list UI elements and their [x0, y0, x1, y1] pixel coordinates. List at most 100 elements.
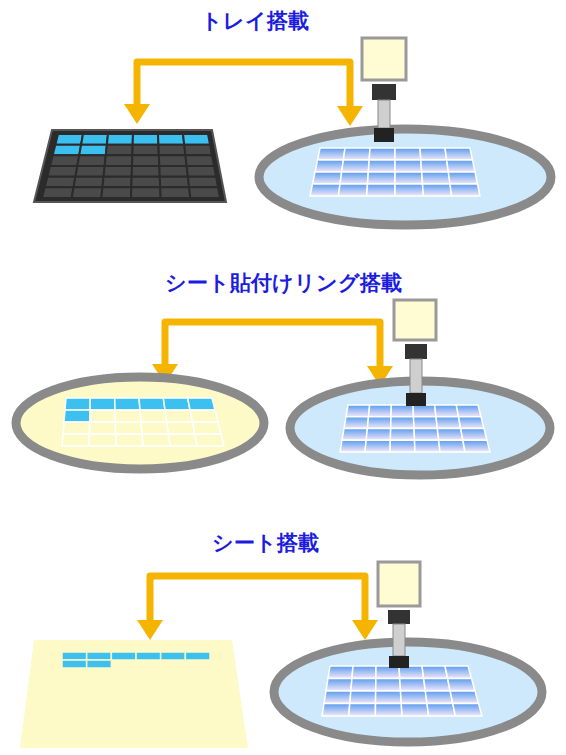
chip-cell	[328, 666, 353, 679]
wafer-ring	[259, 129, 551, 225]
chip-cell	[158, 134, 184, 145]
chip-cell	[159, 155, 187, 166]
chip-cell	[53, 145, 81, 156]
chip-cell	[107, 134, 133, 145]
chip-cell	[322, 704, 350, 717]
chip-cell	[106, 145, 133, 156]
chip-cell	[366, 429, 391, 441]
section-title: シート貼付けリング搭載	[165, 271, 402, 296]
chip-cell	[352, 666, 376, 679]
transfer-arrow	[137, 62, 350, 112]
chip-cell	[463, 440, 490, 452]
chip-cell	[395, 172, 423, 184]
chip-cell	[189, 187, 220, 198]
camera	[362, 38, 406, 142]
chip-cell	[115, 410, 141, 422]
chip-cell	[62, 434, 89, 446]
chip-cell	[89, 422, 115, 434]
chip-cell	[395, 148, 421, 160]
chip-cell	[101, 187, 131, 198]
chip-cell	[326, 679, 352, 692]
chip-cell	[390, 440, 415, 452]
chip-cell	[72, 187, 103, 198]
chip-cell	[445, 666, 472, 679]
chip-cell	[425, 691, 452, 704]
chip-cell	[448, 679, 475, 692]
chip-cell	[63, 422, 90, 434]
chip-cell	[90, 398, 115, 410]
chip-cell	[115, 422, 142, 434]
chip-cell	[81, 134, 108, 145]
camera	[394, 300, 436, 406]
chip-cell	[450, 184, 480, 196]
chip-cell	[141, 422, 168, 434]
chip-cell	[435, 405, 459, 417]
chip-cell	[163, 398, 190, 410]
chip-cell	[136, 652, 161, 660]
chip-cell	[75, 166, 104, 177]
chip-cell	[65, 398, 90, 410]
chip-cell	[447, 160, 475, 172]
chip-cell	[77, 155, 105, 166]
chip-cell	[111, 652, 136, 660]
wafer-ring	[274, 642, 542, 742]
chip-cell	[350, 691, 376, 704]
chip-cell	[79, 145, 107, 156]
chip-cell	[422, 666, 448, 679]
chip-cell	[421, 160, 449, 172]
chip-cell	[414, 429, 439, 441]
chip-cell	[395, 160, 422, 172]
chip-cell	[376, 691, 402, 704]
sheet-chips	[62, 398, 224, 446]
wafer-chips	[340, 405, 490, 452]
chip-cell	[132, 155, 159, 166]
arrow-head	[124, 104, 363, 126]
chip-cell	[133, 134, 159, 145]
sheet-ring	[16, 377, 264, 469]
chip-cell	[342, 160, 370, 172]
chip-cell	[400, 679, 426, 692]
chip-cell	[192, 422, 221, 434]
chip-cell	[102, 177, 131, 188]
chip-cell	[183, 134, 210, 145]
chip-cell	[104, 166, 132, 177]
chip-cell	[365, 440, 390, 452]
wafer-chips	[310, 148, 480, 196]
chip-cell	[185, 155, 214, 166]
wafer-chips	[322, 666, 482, 716]
chip-cell	[139, 398, 165, 410]
chip-cell	[195, 434, 224, 446]
chip-cell	[461, 429, 487, 441]
section-title: シート搭載	[212, 531, 319, 556]
chip-cell	[369, 148, 395, 160]
transfer-arrow	[150, 576, 365, 628]
chip-cell	[62, 660, 87, 668]
chip-cell	[342, 429, 367, 441]
chip-cell	[391, 417, 414, 429]
chip-cell	[450, 691, 478, 704]
chip-cell	[87, 660, 112, 668]
chip-cell	[395, 184, 423, 196]
camera	[378, 562, 420, 668]
chip-cell	[132, 145, 159, 156]
chip-cell	[424, 679, 451, 692]
chip-cell	[50, 155, 79, 166]
chip-cell	[90, 410, 116, 422]
chip-cell	[131, 177, 160, 188]
chip-cell	[344, 417, 369, 429]
sheet	[20, 640, 248, 748]
chip-cell	[161, 652, 186, 660]
chip-cell	[187, 166, 216, 177]
chip-cell	[190, 410, 218, 422]
chip-cell	[340, 172, 368, 184]
chip-cell	[367, 417, 391, 429]
chip-cell	[368, 172, 396, 184]
chip-cell	[47, 166, 77, 177]
chip-cell	[188, 398, 215, 410]
chip-cell	[167, 422, 195, 434]
chip-cell	[115, 398, 140, 410]
sheet-chips	[62, 652, 210, 668]
chip-cell	[42, 187, 74, 198]
